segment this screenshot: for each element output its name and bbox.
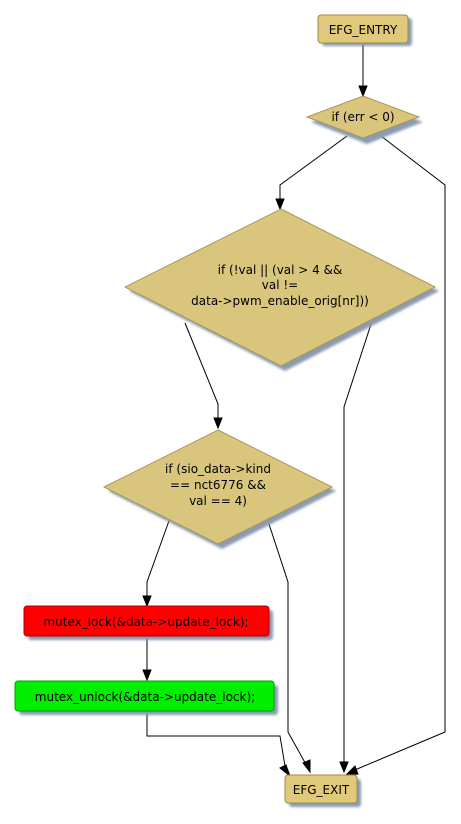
node-mutex-unlock[interactable]: mutex_unlock(&data->update_lock);: [14, 680, 278, 715]
node-label-line-3: data->pwm_enable_orig[nr])): [191, 294, 369, 308]
edge-val-check-to-exit: [343, 317, 374, 768]
unlock-box: [14, 680, 275, 712]
decision-diamond: [123, 208, 437, 367]
arrowhead: [275, 198, 285, 211]
node-label: EFG_EXIT: [293, 783, 350, 797]
node-label-line-1: if (sio_data->kind: [165, 462, 271, 476]
node-entry[interactable]: EFG_ENTRY: [317, 14, 412, 46]
node-kind-check[interactable]: if (sio_data->kind == nct6776 && val == …: [102, 429, 336, 549]
edge-kind-check-to-lock: [146, 517, 171, 601]
node-exit[interactable]: EFG_EXIT: [284, 774, 361, 807]
arrowhead: [339, 761, 349, 774]
edge-unlock-to-exit: [146, 712, 287, 773]
terminal-box: [317, 14, 409, 44]
edge-err-check-to-exit: [349, 135, 446, 773]
arrowhead: [213, 417, 223, 430]
decision-diamond: [102, 429, 334, 545]
arrowhead: [142, 595, 152, 608]
arrowhead: [302, 759, 311, 774]
node-label-line-2: == nct6776 &&: [170, 478, 266, 492]
node-label: EFG_ENTRY: [329, 23, 398, 37]
edge-val-check-to-kind-check: [184, 322, 219, 424]
node-label: if (err < 0): [331, 110, 394, 124]
decision-diamond: [305, 95, 421, 139]
terminal-box: [284, 774, 358, 804]
node-label-line-3: val == 4): [189, 494, 247, 508]
node-err-check[interactable]: if (err < 0): [305, 95, 423, 144]
arrowhead: [142, 669, 152, 682]
node-label-line-1: if (!val || (val > 4 &&: [218, 263, 343, 277]
arrowhead: [344, 765, 359, 776]
node-mutex-lock[interactable]: mutex_lock(&data->update_lock);: [23, 605, 273, 640]
node-label: mutex_unlock(&data->update_lock);: [35, 690, 255, 704]
lock-box: [23, 605, 270, 637]
edge-kind-check-to-exit: [266, 517, 309, 769]
arrowhead: [358, 85, 368, 98]
node-val-check[interactable]: if (!val || (val > 4 && val != data->pwm…: [123, 208, 439, 371]
node-label-line-2: val !=: [262, 278, 298, 292]
edge-err-check-to-val-check: [279, 135, 348, 204]
arrowhead: [279, 764, 292, 778]
node-label: mutex_lock(&data->update_lock);: [43, 615, 248, 629]
edges: [142, 44, 446, 778]
